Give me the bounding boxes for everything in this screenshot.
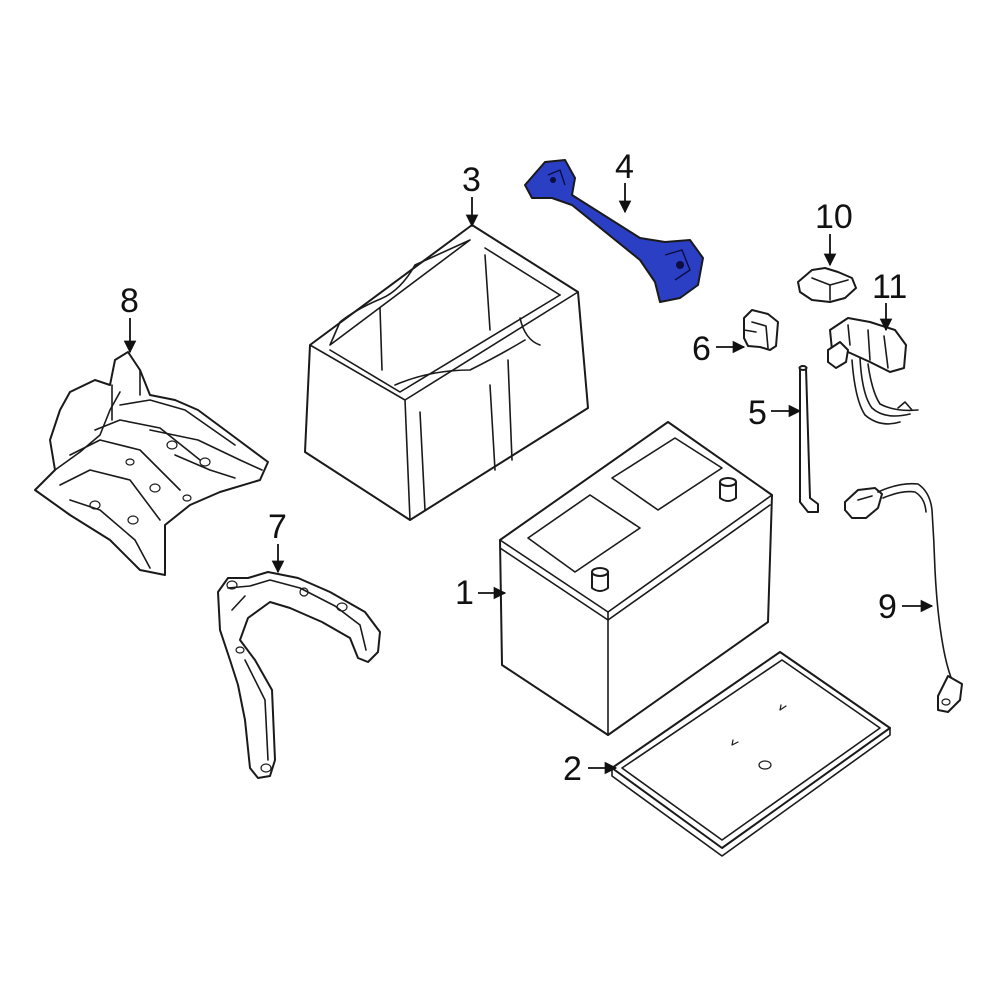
callout-3-label: 3	[462, 161, 481, 199]
part-7-bracket[interactable]	[217, 571, 381, 779]
part-5-rod[interactable]	[798, 365, 819, 513]
callout-2-label: 2	[563, 750, 582, 788]
part-6-clip[interactable]	[743, 309, 779, 351]
callout-7-label: 7	[268, 508, 287, 546]
part-4-hold-down-bracket[interactable]	[524, 159, 704, 303]
callout-8: 8	[120, 282, 139, 354]
callout-1-label: 1	[455, 574, 474, 612]
callout-3: 3	[462, 161, 481, 228]
callout-9-label: 9	[878, 588, 897, 626]
callout-5: 5	[748, 394, 802, 432]
callout-2: 2	[563, 750, 618, 788]
callout-8-label: 8	[120, 282, 139, 320]
callout-10-label: 10	[815, 198, 853, 236]
part-9-ground-cable[interactable]	[844, 482, 963, 713]
callout-4-label: 4	[615, 148, 634, 186]
callout-6-label: 6	[692, 330, 711, 368]
part-10-terminal-cover[interactable]	[797, 267, 857, 303]
part-8-battery-support[interactable]	[34, 351, 269, 576]
part-1-battery[interactable]	[499, 421, 773, 736]
part-4-fill	[524, 159, 704, 303]
callout-11: 11	[872, 268, 907, 332]
part-11-terminal-harness[interactable]	[827, 317, 919, 425]
part-3-battery-insulator[interactable]	[304, 224, 589, 521]
callout-7: 7	[268, 508, 287, 574]
callout-6: 6	[692, 330, 746, 368]
callout-1: 1	[455, 574, 507, 612]
callout-9: 9	[878, 588, 934, 626]
callout-10: 10	[815, 198, 853, 267]
callout-5-label: 5	[748, 394, 767, 432]
callout-11-label: 11	[872, 268, 907, 306]
callout-4: 4	[615, 148, 634, 214]
